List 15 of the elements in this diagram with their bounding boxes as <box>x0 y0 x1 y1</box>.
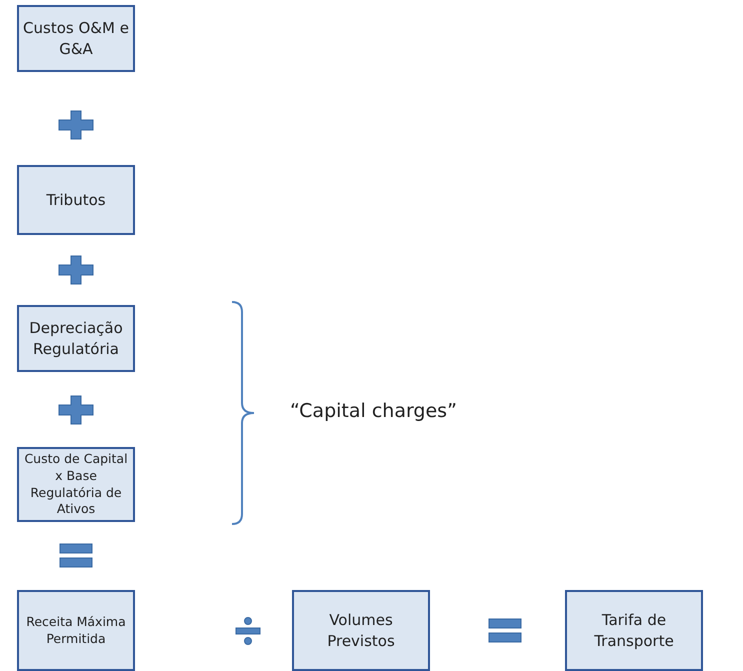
process-box <box>17 305 135 372</box>
box-text: Custos O&M e G&A <box>23 18 129 59</box>
box-text: Tarifa de Transporte <box>593 610 675 651</box>
box-text: Depreciação Regulatória <box>28 318 124 359</box>
bracket-label: “Capital charges” <box>290 400 457 422</box>
box-text: Custo de Capital x Base Regulatória de Ativos <box>23 450 129 518</box>
box-text: Volumes Previstos <box>326 610 396 651</box>
process-box <box>17 165 135 235</box>
process-box <box>17 5 135 72</box>
process-box <box>292 590 430 671</box>
box-text: Tributos <box>46 190 106 210</box>
process-box <box>565 590 703 671</box>
box-text: Receita Máxima Permitida <box>25 614 127 648</box>
process-box <box>17 447 135 522</box>
process-box <box>17 590 135 671</box>
